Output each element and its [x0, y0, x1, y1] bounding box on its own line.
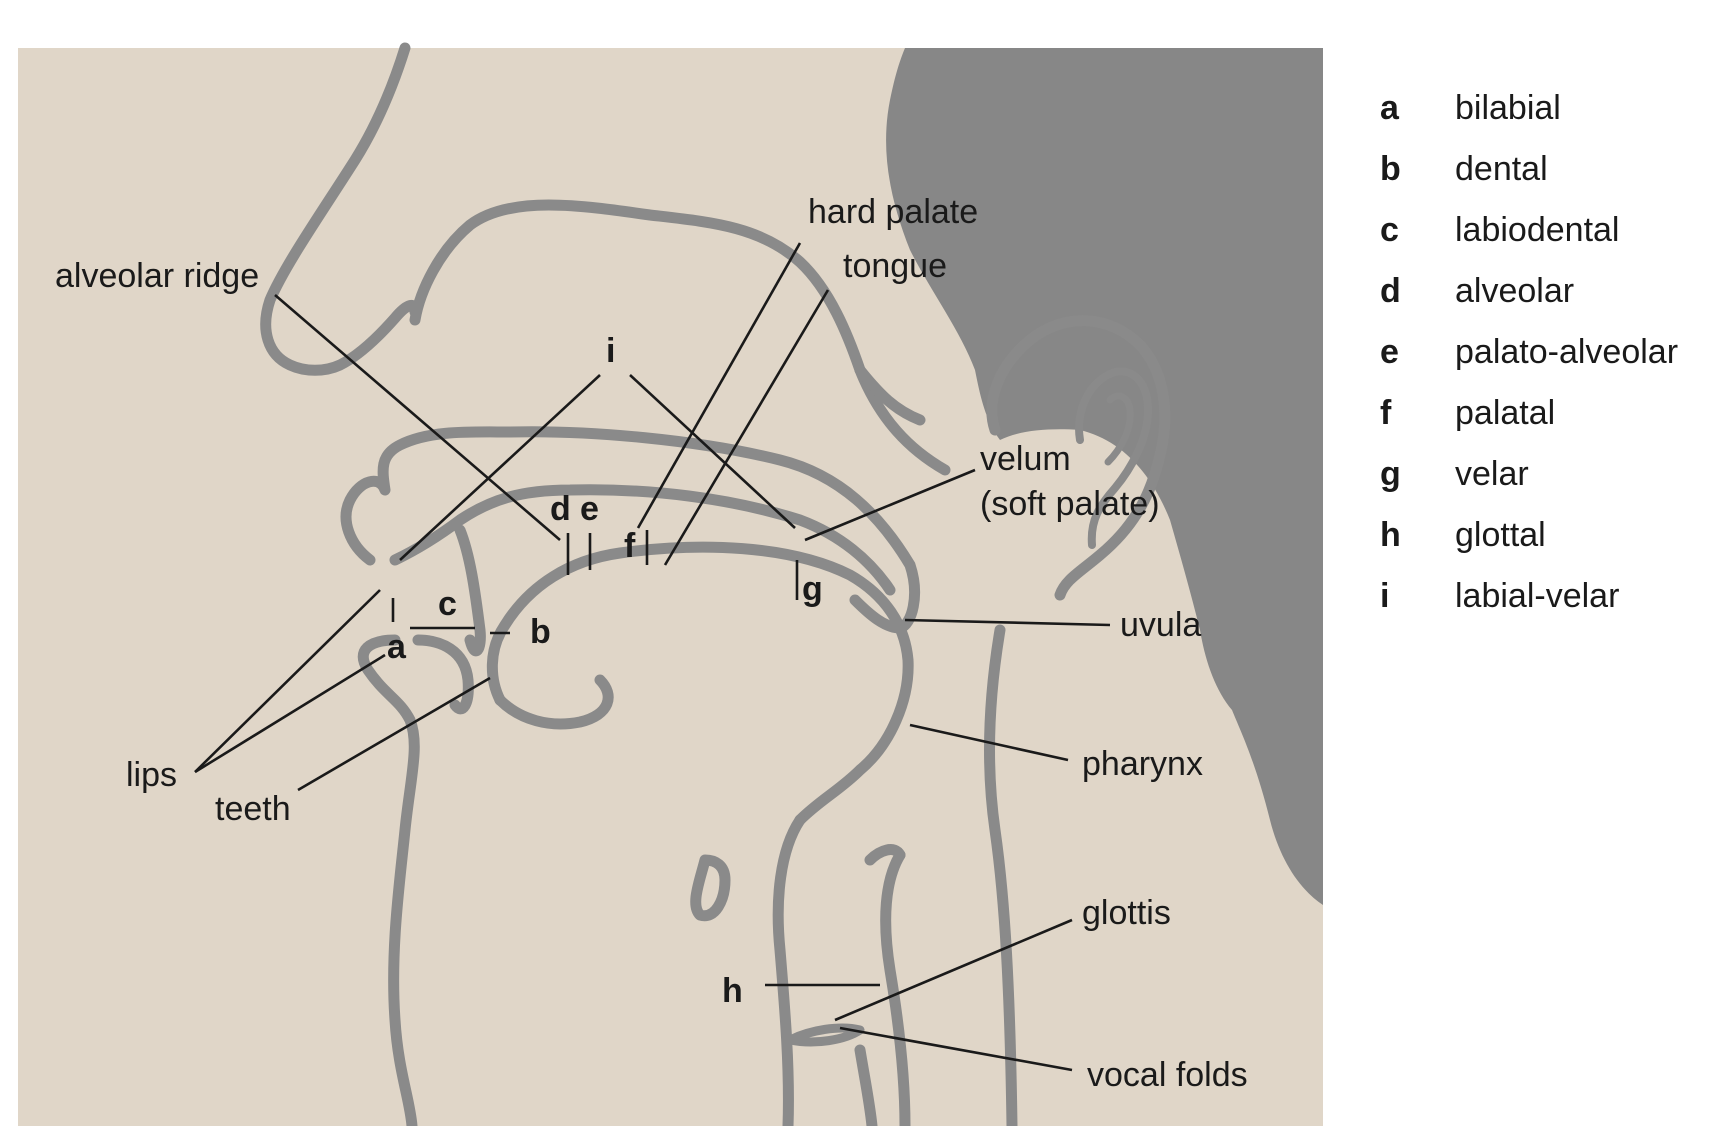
marker-h: h [722, 972, 743, 1010]
larynx-front [772, 814, 806, 1126]
legend-text: glottal [1455, 516, 1546, 554]
leader-hard-palate [636, 242, 802, 529]
leader-glottis [834, 918, 1073, 1022]
label-velum: velum [980, 440, 1071, 478]
label-hard-palate: hard palate [808, 193, 978, 231]
lower-lip [357, 634, 420, 1126]
legend-letter: g [1380, 455, 1401, 493]
leader-alveolar-ridge [274, 294, 561, 541]
larynx-back [880, 849, 911, 1126]
label-vocal-folds: vocal folds [1087, 1056, 1248, 1094]
legend-letter: c [1380, 211, 1399, 249]
legend-text: alveolar [1455, 272, 1575, 310]
trachea-wall [854, 1044, 878, 1126]
marker-g: g [802, 570, 823, 608]
legend-text: velar [1455, 455, 1529, 493]
nose-outline [260, 42, 421, 376]
leader-tongue [663, 289, 830, 566]
marker-c: c [438, 585, 457, 623]
legend-row: f palatal [1380, 393, 1710, 454]
leader-lips-upper [194, 589, 381, 773]
hair-shape [886, 48, 1323, 905]
legend-row: c labiodental [1380, 210, 1710, 271]
vocal-fold-shape [785, 1023, 865, 1047]
legend-letter: b [1380, 150, 1401, 188]
ear-outline [986, 315, 1171, 601]
marker-e: e [580, 490, 599, 528]
legend-text: bilabial [1455, 89, 1561, 127]
marker-b: b [530, 613, 551, 651]
legend-row: a bilabial [1380, 88, 1710, 149]
ear-inner [1075, 367, 1152, 549]
legend-row: e palato-alveolar [1380, 332, 1710, 393]
label-uvula: uvula [1120, 606, 1201, 644]
epiglottis [690, 854, 731, 922]
marker-f: f [624, 527, 636, 565]
legend-text: palato-alveolar [1455, 333, 1679, 371]
legend-letter: f [1380, 394, 1392, 432]
marker-i: i [606, 332, 615, 370]
legend-row: g velar [1380, 454, 1710, 515]
pharynx-back-wall [854, 364, 926, 426]
legend-text: dental [1455, 150, 1548, 188]
legend-letter: e [1380, 333, 1399, 371]
legend-row: b dental [1380, 149, 1710, 210]
leader-i-left [399, 374, 601, 561]
leader-uvula [904, 618, 1111, 627]
places-of-articulation-legend: a bilabial b dental c labiodental d alve… [1380, 88, 1710, 637]
tongue-underside [494, 674, 614, 730]
legend-letter: d [1380, 272, 1401, 310]
larynx-inner [864, 844, 906, 866]
legend-row: h glottal [1380, 515, 1710, 576]
legend-letter: a [1380, 89, 1399, 127]
label-teeth: teeth [215, 790, 291, 828]
leader-velum [804, 468, 976, 542]
lower-teeth [412, 634, 474, 715]
leader-i-right [629, 374, 796, 529]
leader-teeth [297, 676, 491, 792]
palate-lower-band [389, 484, 896, 596]
marker-a: a [387, 628, 407, 666]
label-soft-palate: (soft palate) [980, 485, 1160, 523]
legend-row: i labial-velar [1380, 576, 1710, 637]
label-alveolar-ridge: alveolar ridge [55, 257, 259, 295]
leader-pharynx [909, 723, 1069, 762]
label-tongue: tongue [843, 247, 947, 285]
legend-letter: i [1380, 577, 1390, 615]
leader-lips-lower [194, 653, 386, 774]
marker-d: d [550, 490, 571, 528]
legend-row: d alveolar [1380, 271, 1710, 332]
label-lips: lips [126, 756, 177, 794]
legend-letter: h [1380, 516, 1401, 554]
legend-text: labial-velar [1455, 577, 1620, 615]
tongue-surface [486, 541, 914, 826]
label-glottis: glottis [1082, 894, 1171, 932]
upper-lip-and-palate [340, 426, 921, 634]
legend-text: labiodental [1455, 211, 1620, 249]
ear-fold [1104, 392, 1134, 466]
leader-vocal-folds [839, 1026, 1073, 1072]
label-pharynx: pharynx [1082, 745, 1203, 783]
upper-teeth [454, 524, 486, 657]
legend-text: palatal [1455, 394, 1556, 432]
pharynx-wall [984, 624, 1018, 1126]
